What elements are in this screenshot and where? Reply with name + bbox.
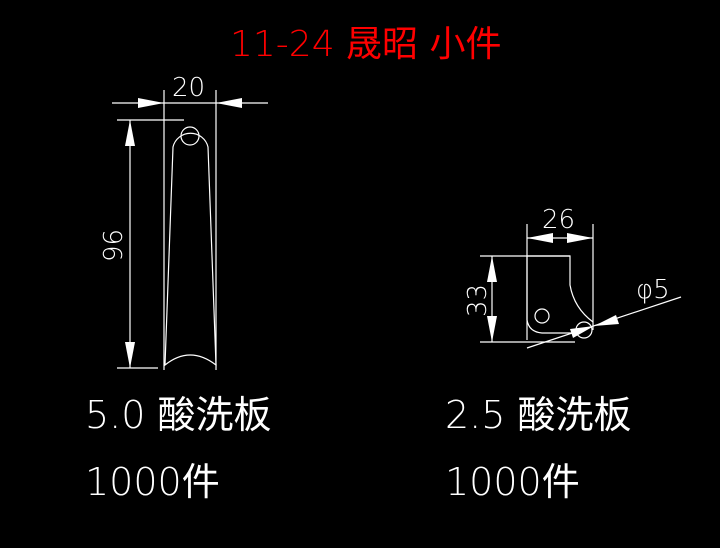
part-1-hole	[180, 126, 200, 146]
arrow-icon	[594, 315, 619, 326]
part-1-width-dimension: 20	[112, 73, 268, 370]
arrow-icon	[567, 233, 593, 243]
part-2: 26 33 φ5 2.5 酸洗板 1000件	[445, 205, 682, 504]
part-2-hole-label: φ5	[636, 275, 670, 305]
part-2-height-dimension: 33	[463, 255, 575, 343]
part-2-width-dimension: 26	[526, 205, 594, 340]
part-2-hole-dimension: φ5	[526, 275, 682, 349]
arrow-icon	[487, 256, 497, 282]
arrow-icon	[527, 233, 553, 243]
part-1-height-dimension: 96	[99, 119, 184, 369]
arrow-icon	[487, 316, 497, 342]
part-2-width-label: 26	[542, 205, 575, 235]
part-1-height-label: 96	[99, 229, 129, 262]
part-1-quantity: 1000件	[85, 460, 220, 504]
part-2-hole	[534, 308, 550, 324]
arrow-icon	[570, 326, 594, 338]
part-2-material: 2.5 酸洗板	[445, 393, 632, 437]
drawing-title: 11-24 晟昭 小件	[230, 24, 502, 65]
part-2-height-label: 33	[463, 284, 493, 317]
part-1-material: 5.0 酸洗板	[85, 393, 272, 437]
part-1-outline	[164, 126, 217, 367]
part-1-width-label: 20	[172, 73, 205, 103]
arrow-icon	[125, 120, 135, 146]
part-2-quantity: 1000件	[445, 460, 580, 504]
part-2-outline	[526, 255, 594, 339]
arrow-icon	[138, 98, 164, 108]
arrow-icon	[216, 98, 242, 108]
arrow-icon	[125, 342, 135, 368]
part-1: 20 96 5.0 酸洗板 1000件	[85, 73, 272, 504]
